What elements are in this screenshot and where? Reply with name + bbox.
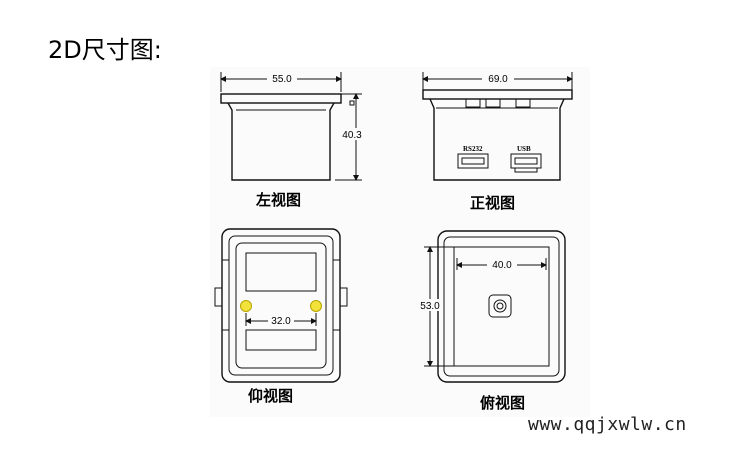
scan-window bbox=[488, 294, 512, 318]
front-view-label: 正视图 bbox=[470, 194, 515, 212]
top-view-label: 俯视图 bbox=[480, 394, 525, 412]
top-view: 40.0 53.0 俯视图 bbox=[418, 230, 566, 412]
bottom-view-hole-dim: 32.0 bbox=[271, 316, 291, 327]
usb-port-label: USB bbox=[517, 145, 531, 153]
page-title: 2D尺寸图: bbox=[48, 36, 162, 64]
mount-hole-right bbox=[310, 300, 322, 312]
top-view-width-dim: 40.0 bbox=[492, 260, 512, 271]
rs232-port bbox=[457, 153, 489, 169]
bottom-view: 32.0 仰视图 bbox=[214, 228, 348, 405]
drawing-area bbox=[210, 67, 590, 417]
front-view: 69.0 RS232 USB 正视图 bbox=[422, 72, 573, 212]
bottom-view-label: 仰视图 bbox=[248, 387, 293, 405]
left-view: 55.0 40.3 左视图 bbox=[220, 72, 370, 209]
mount-hole-left bbox=[240, 300, 252, 312]
top-view-height-dim: 53.0 bbox=[420, 301, 440, 312]
watermark: www.qqjxwlw.cn bbox=[528, 414, 687, 435]
rs232-port-label: RS232 bbox=[463, 145, 483, 153]
left-view-height-dim: 40.3 bbox=[342, 130, 362, 141]
left-view-label: 左视图 bbox=[255, 191, 301, 209]
left-view-width-dim: 55.0 bbox=[272, 74, 292, 85]
front-view-width-dim: 69.0 bbox=[488, 74, 508, 85]
